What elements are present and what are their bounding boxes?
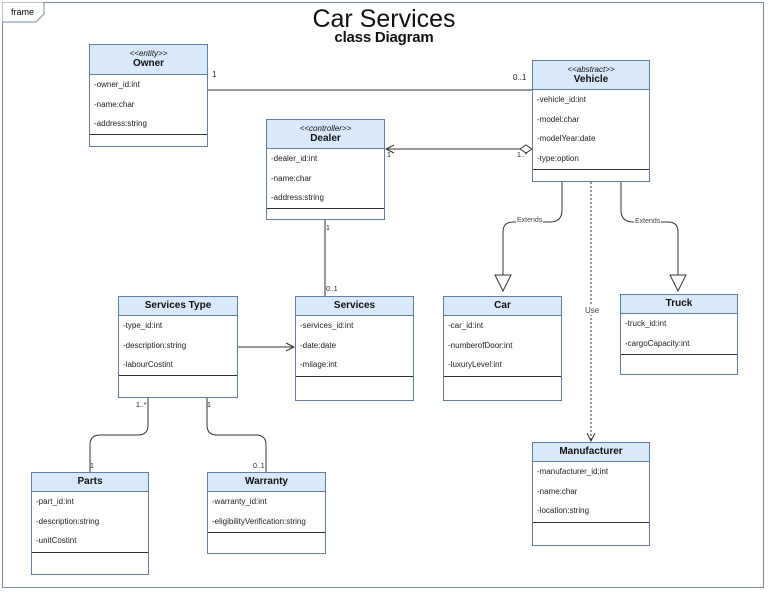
class-attribute: -address:string [271, 193, 324, 202]
class-services-header: Services [296, 297, 413, 316]
class-services-type-attributes: -type_id:int -description:string -labour… [119, 316, 237, 376]
mult-servicestype-parts-target: 1 [90, 463, 94, 470]
class-attribute: -location:string [537, 506, 590, 515]
class-manufacturer-header: Manufacturer [533, 443, 649, 462]
class-truck-header: Truck [621, 295, 737, 314]
class-parts[interactable]: Parts -part_id:int -description:string -… [31, 472, 149, 575]
mult-servicestype-warranty-source: 1 [207, 402, 211, 409]
class-owner-attributes: -owner_id:int -name:char -address:string [90, 75, 207, 135]
class-vehicle-stereotype: <<abstract>> [567, 65, 615, 74]
label-extends-car: Extends [516, 217, 544, 224]
class-truck-attributes: -truck_id:int -cargoCapacity:int [621, 314, 737, 355]
frame-label: frame [11, 7, 35, 17]
class-owner-header: <<entity>> Owner [90, 45, 207, 75]
class-vehicle-name: Vehicle [573, 74, 609, 85]
class-attribute: -car_id:int [448, 321, 484, 330]
class-owner-name: Owner [132, 58, 165, 69]
class-manufacturer-attributes: -manufacturer_id:int -name:char -locatio… [533, 462, 649, 523]
mult-dealer-services-source: 1 [326, 225, 330, 232]
class-warranty-name: Warranty [245, 476, 288, 487]
class-dealer[interactable]: <<controller>> Dealer -dealer_id:int -na… [266, 119, 385, 220]
class-attribute: -milage:int [300, 360, 337, 369]
class-attribute: -owner_id:int [94, 80, 140, 89]
class-dealer-name: Dealer [310, 133, 341, 144]
class-attribute: -description:string [36, 516, 100, 526]
mult-owner-vehicle-target: 0..1 [513, 73, 527, 82]
class-attribute: -date:date [300, 340, 337, 350]
class-attribute: -address:string [94, 119, 147, 128]
class-dealer-attributes: -dealer_id:int -name:char -address:strin… [267, 149, 384, 209]
class-manufacturer[interactable]: Manufacturer -manufacturer_id:int -name:… [532, 442, 650, 546]
class-attribute: -model:char [537, 114, 580, 124]
generalization-arrow-truck [669, 274, 687, 293]
class-services-attributes: -services_id:int -date:date -milage:int [296, 316, 413, 377]
mult-dealer-services-target: 0..1 [326, 286, 338, 293]
class-dealer-stereotype: <<controller>> [299, 124, 352, 133]
class-warranty[interactable]: Warranty -warranty_id:int -eligibilityVe… [207, 472, 326, 554]
class-truck[interactable]: Truck -truck_id:int -cargoCapacity:int [620, 294, 738, 375]
class-attribute: -modelYear:date [537, 134, 596, 143]
class-attribute: -type_id:int [123, 321, 163, 330]
class-attribute: -eligibilityVerification:string [212, 516, 306, 526]
class-attribute: -name:char [537, 486, 578, 496]
class-attribute: -unitCostint [36, 536, 77, 545]
class-parts-attributes: -part_id:int -description:string -unitCo… [32, 492, 148, 553]
aggregation-diamond [519, 144, 533, 154]
class-attribute: -name:char [271, 173, 312, 183]
class-attribute: -services_id:int [300, 321, 354, 330]
class-services-name: Services [333, 300, 376, 311]
mult-servicestype-warranty-target: 0..1 [253, 463, 265, 470]
class-attribute: -description:string [123, 340, 187, 350]
class-car-header: Car [444, 297, 561, 316]
class-vehicle[interactable]: <<abstract>> Vehicle -vehicle_id:int -mo… [532, 60, 650, 182]
class-owner-stereotype: <<entity>> [129, 49, 168, 58]
class-attribute: -type:option [537, 153, 579, 163]
class-parts-name: Parts [77, 476, 103, 487]
class-manufacturer-name: Manufacturer [559, 446, 623, 457]
class-services-type-name: Services Type [144, 300, 212, 311]
label-extends-truck: Extends [634, 218, 662, 225]
class-warranty-attributes: -warranty_id:int -eligibilityVerificatio… [208, 492, 325, 533]
frame-tab: frame [2, 2, 45, 23]
mult-servicestype-parts-source: 1..* [136, 402, 147, 409]
class-parts-header: Parts [32, 473, 148, 492]
class-owner[interactable]: <<entity>> Owner -owner_id:int -name:cha… [89, 44, 208, 147]
class-attribute: -labourCostint [123, 360, 173, 369]
class-attribute: -name:char [94, 99, 135, 109]
class-truck-name: Truck [665, 298, 693, 309]
class-attribute: -cargoCapacity:int [625, 338, 690, 348]
diagram-title: Car Services [312, 5, 456, 33]
class-car-name: Car [494, 300, 511, 311]
class-attribute: -manufacturer_id:int [537, 467, 609, 476]
class-warranty-header: Warranty [208, 473, 325, 492]
class-attribute: -warranty_id:int [212, 497, 267, 506]
edge-servicestype-parts [89, 398, 149, 472]
mult-vehicle-dealer-source: 1..* [517, 152, 528, 159]
class-dealer-header: <<controller>> Dealer [267, 120, 384, 149]
class-attribute: -dealer_id:int [271, 154, 318, 163]
generalization-arrow-car [494, 274, 512, 293]
class-services[interactable]: Services -services_id:int -date:date -mi… [295, 296, 414, 401]
class-vehicle-attributes: -vehicle_id:int -model:char -modelYear:d… [533, 90, 649, 170]
class-attribute: -truck_id:int [625, 319, 667, 328]
class-attribute: -numberofDoor:int [448, 340, 513, 350]
class-services-type[interactable]: Services Type -type_id:int -description:… [118, 296, 238, 398]
class-car-attributes: -car_id:int -numberofDoor:int -luxuryLev… [444, 316, 561, 377]
class-attribute: -vehicle_id:int [537, 95, 586, 104]
mult-vehicle-dealer-target: 1 [387, 152, 391, 159]
diagram-subtitle: class Diagram [334, 29, 434, 46]
class-attribute: -luxuryLevel:int [448, 360, 502, 369]
class-car[interactable]: Car -car_id:int -numberofDoor:int -luxur… [443, 296, 562, 401]
mult-owner-vehicle-source: 1 [212, 70, 217, 79]
edge-servicestype-warranty [206, 398, 267, 472]
class-services-type-header: Services Type [119, 297, 237, 316]
label-use: Use [584, 306, 601, 315]
class-vehicle-header: <<abstract>> Vehicle [533, 61, 649, 90]
class-attribute: -part_id:int [36, 497, 74, 506]
